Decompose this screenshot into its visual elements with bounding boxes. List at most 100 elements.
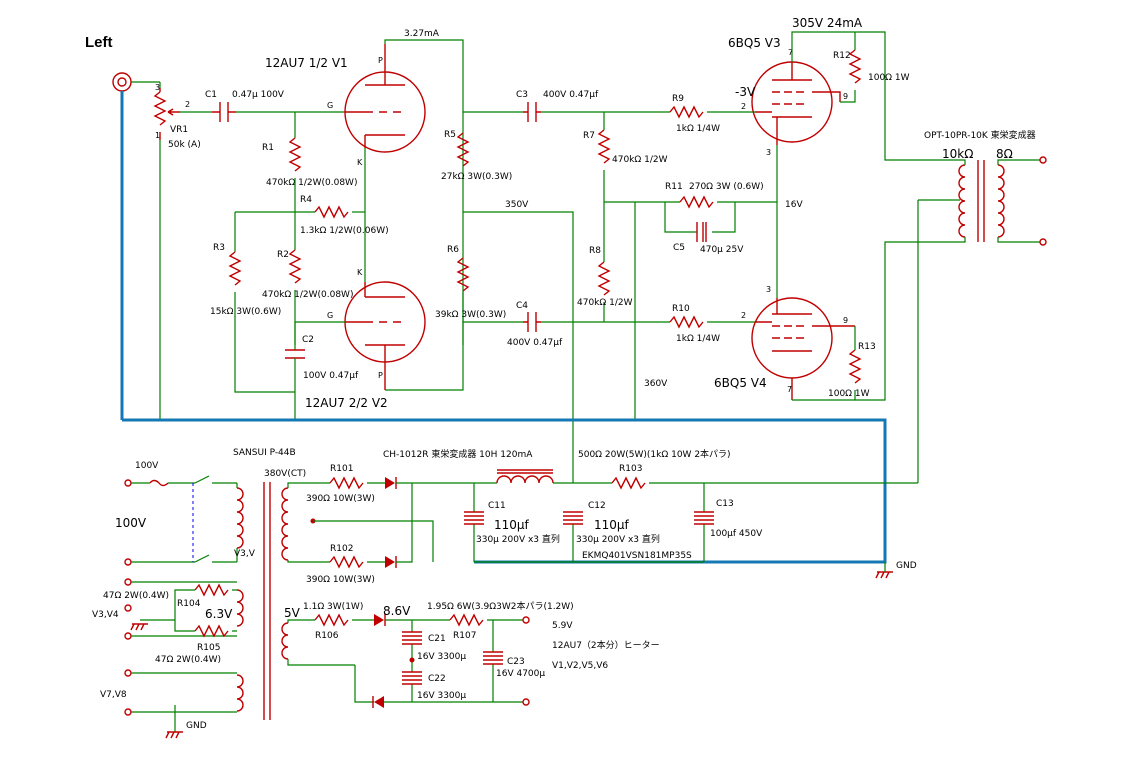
svg-text:C12: C12 xyxy=(588,501,606,511)
svg-text:7: 7 xyxy=(787,385,792,394)
pt-label: SANSUI P-44B xyxy=(233,448,296,458)
v3-supply: 305V 24mA xyxy=(792,16,863,30)
svg-text:R106: R106 xyxy=(315,631,339,641)
r101-value: 390Ω 10W(3W) xyxy=(306,494,375,504)
c21-capacitor xyxy=(402,631,422,645)
choke-label: CH-1012R 東栄変成器 10H 120mA xyxy=(383,448,533,460)
r11-value: 270Ω 3W (0.6W) xyxy=(689,182,764,192)
r107-value: 1.95Ω 6W(3.9Ω3W2本パラ(1.2W) xyxy=(427,600,574,612)
diode-d101 xyxy=(385,477,395,489)
c11-note: 330μ 200V x3 直列 xyxy=(476,533,560,545)
svg-text:R101: R101 xyxy=(330,464,353,474)
v4-label: 6BQ5 V4 xyxy=(714,376,767,390)
gnd-label-1: GND xyxy=(896,561,917,571)
pt-heater-63 xyxy=(236,589,244,627)
c22-capacitor xyxy=(402,671,422,685)
c3-value: 400V 0.47μf xyxy=(543,90,599,100)
svg-text:C21: C21 xyxy=(428,634,446,644)
diode-d103 xyxy=(374,614,384,626)
svg-text:C13: C13 xyxy=(716,499,734,509)
svg-text:R104: R104 xyxy=(177,599,201,609)
svg-text:C4: C4 xyxy=(516,301,528,311)
pt-hv-secondary xyxy=(281,487,289,561)
pt-primary xyxy=(236,487,244,549)
amplifier-section: 3 2 1 VR1 50k (A) C1 0.47μ 100V G R1 470… xyxy=(112,16,1047,564)
input-jack xyxy=(112,72,132,92)
c23-value: 16V 4700μ xyxy=(496,669,545,679)
svg-text:3: 3 xyxy=(155,83,160,92)
r2-value: 470kΩ 1/2W(0.08W) xyxy=(262,290,353,300)
r9-value: 1kΩ 1/4W xyxy=(676,124,720,134)
svg-text:C22: C22 xyxy=(428,674,446,684)
svg-text:3: 3 xyxy=(766,148,771,157)
svg-text:R2: R2 xyxy=(277,250,289,260)
ac-input-label: 100V xyxy=(135,461,159,471)
c2-value: 100V 0.47μf xyxy=(303,371,359,381)
svg-text:C2: C2 xyxy=(302,335,314,345)
svg-text:R9: R9 xyxy=(672,94,684,104)
r105-value: 47Ω 2W(0.4W) xyxy=(155,655,221,665)
choke-coil xyxy=(496,475,554,484)
node-16v: 16V xyxy=(785,200,803,210)
svg-text:R11: R11 xyxy=(665,182,683,192)
c21-value: 16V 3300μ xyxy=(417,652,466,662)
r5-value: 27kΩ 3W(0.3W) xyxy=(441,172,512,182)
r10-value: 1kΩ 1/4W xyxy=(676,334,720,344)
svg-text:R102: R102 xyxy=(330,544,353,554)
r13-value: 100Ω 1W xyxy=(828,389,870,399)
svg-text:R13: R13 xyxy=(858,342,876,352)
pt-ct-label: 380V(CT) xyxy=(264,469,306,479)
svg-text:R5: R5 xyxy=(444,130,456,140)
output-transformer xyxy=(940,156,1047,246)
svg-text:R3: R3 xyxy=(213,243,225,253)
vr1-label: VR1 xyxy=(170,125,188,135)
r6-value: 39kΩ 3W(0.3W) xyxy=(435,310,506,320)
c23-capacitor xyxy=(483,651,503,665)
vr1-potentiometer xyxy=(154,88,180,140)
ac-terminal-2 xyxy=(124,558,132,566)
svg-text:K: K xyxy=(357,158,363,167)
r1-value: 470kΩ 1/2W(0.08W) xyxy=(266,178,357,188)
pt-core xyxy=(263,482,271,720)
r4-value: 1.3kΩ 1/2W(0.06W) xyxy=(300,226,389,236)
v3-grid-voltage: -3V xyxy=(735,85,756,99)
node-350v: 350V xyxy=(505,200,529,210)
gnd-label-2: GND xyxy=(186,721,207,731)
v4-tube xyxy=(751,297,855,400)
svg-text:C5: C5 xyxy=(673,243,685,253)
svg-text:9: 9 xyxy=(843,316,848,325)
heater-v78: V7,V8 xyxy=(100,690,127,700)
c13-capacitor xyxy=(694,511,714,525)
svg-text:2: 2 xyxy=(741,311,746,320)
diode-d102 xyxy=(385,556,395,568)
svg-text:G: G xyxy=(327,101,333,110)
c13-value: 100μf 450V xyxy=(710,529,763,539)
pt-heater-v78 xyxy=(236,674,244,712)
svg-text:V3,V: V3,V xyxy=(234,549,256,559)
svg-text:R8: R8 xyxy=(589,246,601,256)
vr1-value: 50k (A) xyxy=(168,140,201,150)
r12-value: 100Ω 1W xyxy=(868,73,910,83)
pt-5v-winding xyxy=(281,622,289,660)
fuse xyxy=(149,479,169,487)
v1-tube xyxy=(344,44,426,153)
r102-value: 390Ω 10W(3W) xyxy=(306,575,375,585)
r103-value: 500Ω 20W(5W)(1kΩ 10W 2本パラ) xyxy=(578,448,731,460)
opt-label: OPT-10PR-10K 東栄変成器 xyxy=(924,129,1036,141)
heater-59v: 5.9V xyxy=(552,621,573,631)
ground-bus xyxy=(120,91,887,564)
ac-mains-label: 100V xyxy=(115,516,147,530)
diode-d104 xyxy=(374,696,384,708)
ekmq-part: EKMQ401VSN181MP35S xyxy=(582,551,692,561)
v2-label: 12AU7 2/2 V2 xyxy=(305,396,388,410)
r104-value: 47Ω 2W(0.4W) xyxy=(103,591,169,601)
heater-tubes: V1,V2,V5,V6 xyxy=(552,661,608,671)
c11-value: 110μf xyxy=(494,518,530,532)
svg-text:P: P xyxy=(378,371,383,380)
svg-text:7: 7 xyxy=(788,48,793,57)
svg-text:R12: R12 xyxy=(833,51,851,61)
svg-text:C3: C3 xyxy=(516,90,528,100)
heater-86v: 8.6V xyxy=(383,604,411,618)
schematic-title: Left xyxy=(85,34,113,51)
